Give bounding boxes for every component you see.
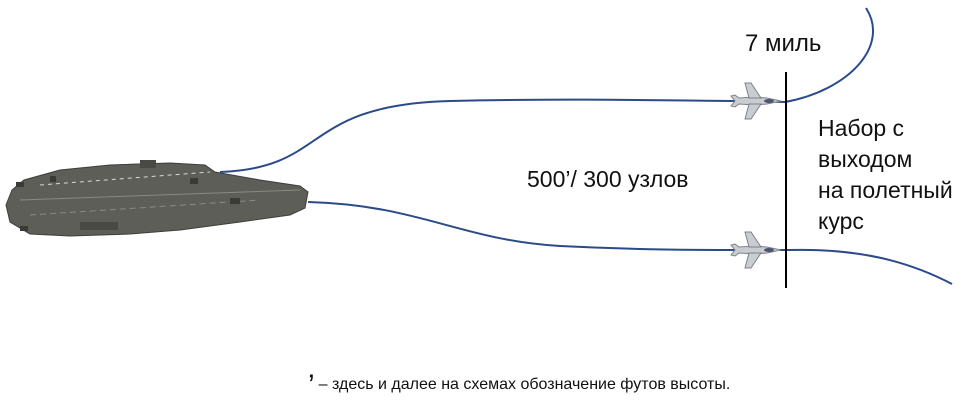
climb-label-line: на полетный — [818, 177, 953, 203]
fighter-jet-icon — [730, 82, 782, 120]
lower-flight-path — [307, 201, 953, 285]
climb-label: Набор с выходом на полетный курс — [818, 113, 953, 237]
climb-label-line: выходом — [818, 146, 913, 172]
fighter-jet-icon — [730, 231, 782, 269]
distance-label: 7 миль — [745, 30, 822, 57]
aircraft-carrier-icon — [5, 160, 309, 237]
speed-altitude-label: 500’/ 300 узлов — [527, 166, 689, 192]
upper-flight-path — [219, 7, 874, 173]
climb-label-line: курс — [818, 208, 864, 234]
footnote: ’– здесь и далее на схемах обозначение ф… — [308, 363, 731, 402]
climb-label-line: Набор с — [818, 115, 905, 141]
footnote-text: – здесь и далее на схемах обозначение фу… — [318, 376, 731, 393]
footnote-mark: ’ — [308, 369, 315, 402]
